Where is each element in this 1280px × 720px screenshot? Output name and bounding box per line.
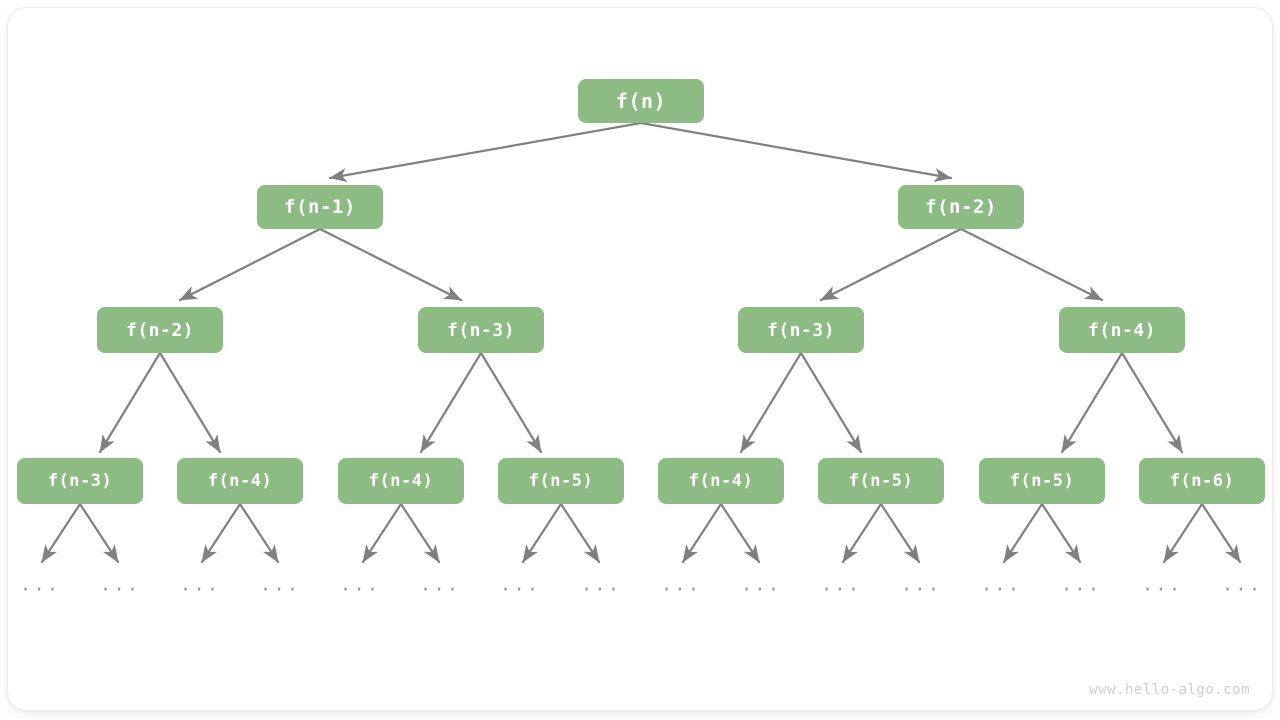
leaf-ellipsis: ... [580, 573, 622, 596]
leaf-ellipsis: ... [740, 573, 782, 596]
leaf-ellipsis: ... [179, 573, 221, 596]
leaf-ellipsis: ... [1221, 573, 1263, 596]
leaf-ellipsis: ... [980, 573, 1022, 596]
tree-node[interactable]: f(n-2) [898, 185, 1024, 229]
leaf-ellipsis: ... [499, 573, 541, 596]
leaf-ellipsis: ... [339, 573, 381, 596]
tree-node[interactable]: f(n) [578, 79, 704, 123]
tree-node[interactable]: f(n-5) [498, 458, 624, 504]
leaf-ellipsis: ... [900, 573, 942, 596]
tree-node[interactable]: f(n-4) [1059, 307, 1185, 353]
tree-node[interactable]: f(n-4) [338, 458, 464, 504]
tree-node[interactable]: f(n-6) [1139, 458, 1265, 504]
tree-node[interactable]: f(n-1) [257, 185, 383, 229]
tree-node[interactable]: f(n-3) [418, 307, 544, 353]
leaf-ellipsis: ... [19, 573, 61, 596]
tree-node[interactable]: f(n-3) [17, 458, 143, 504]
leaf-ellipsis: ... [820, 573, 862, 596]
leaf-ellipsis: ... [419, 573, 461, 596]
watermark-label: www.hello-algo.com [1089, 682, 1250, 698]
leaf-ellipsis: ... [259, 573, 301, 596]
tree-node[interactable]: f(n-2) [97, 307, 223, 353]
tree-node[interactable]: f(n-5) [818, 458, 944, 504]
tree-node[interactable]: f(n-5) [979, 458, 1105, 504]
leaf-ellipsis: ... [1141, 573, 1183, 596]
tree-node[interactable]: f(n-3) [738, 307, 864, 353]
leaf-ellipsis: ... [99, 573, 141, 596]
tree-node[interactable]: f(n-4) [658, 458, 784, 504]
leaf-ellipsis: ... [1060, 573, 1102, 596]
tree-node[interactable]: f(n-4) [177, 458, 303, 504]
leaf-ellipsis: ... [660, 573, 702, 596]
